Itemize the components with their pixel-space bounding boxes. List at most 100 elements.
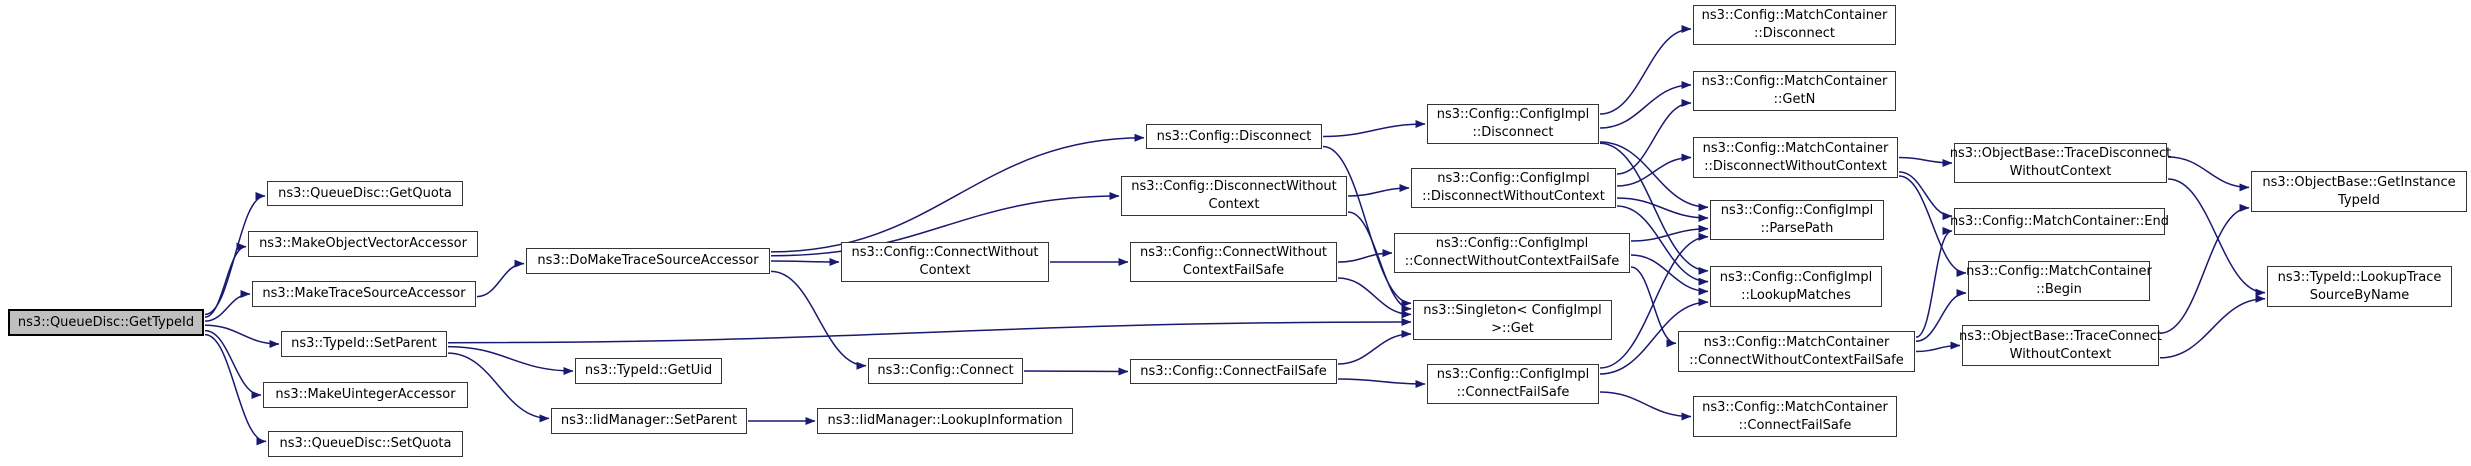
- node-label-line: ns3::Config::MatchContainer: [1702, 140, 1889, 156]
- edge-configimpl-connectwithoutcontextfailsafe--configimpl-parsepath: [1630, 224, 1709, 242]
- node-typeid-getuid[interactable]: ns3::TypeId::GetUid: [575, 358, 722, 384]
- node-label-line: ns3::MakeTraceSourceAccessor: [262, 286, 466, 301]
- node-label-line: ns3::Config::MatchContainer: [1966, 264, 2152, 279]
- edge-configimpl-disconnectwithoutcontext--configimpl-lookupmatches: [1616, 205, 1709, 286]
- edge-configimpl-disconnectwithoutcontext--matchcontainer-disconnectwithoutcontext: [1616, 153, 1692, 187]
- edge-maketracesourceaccessor--domaketracesourceaccessor: [476, 259, 525, 298]
- node-configimpl-connectwithoutcontextfailsafe[interactable]: ns3::Config::ConfigImpl::ConnectWithoutC…: [1394, 233, 1630, 273]
- node-configimpl-lookupmatches[interactable]: ns3::Config::ConfigImpl::LookupMatches: [1710, 266, 1882, 307]
- node-label-line: ContextFailSafe: [1182, 263, 1285, 278]
- node-typeid-setparent[interactable]: ns3::TypeId::SetParent: [281, 331, 447, 357]
- edge-matchcontainer-connectwithoutcontextfailsafe--matchcontainer-begin: [1915, 289, 1967, 342]
- edge-matchcontainer-disconnectwithoutcontext--matchcontainer-end: [1898, 171, 1953, 221]
- edge-config-disconnect--configimpl-disconnect: [1322, 120, 1426, 138]
- node-configimpl-parsepath[interactable]: ns3::Config::ConfigImpl::ParsePath: [1710, 200, 1884, 240]
- node-label-line: Context: [919, 263, 971, 278]
- node-label-line: WithoutContext: [2009, 346, 2112, 362]
- node-configimpl-disconnect[interactable]: ns3::Config::ConfigImpl::Disconnect: [1427, 104, 1599, 144]
- node-label-line: ns3::Config::MatchContainer: [1702, 399, 1888, 415]
- node-label-line: ns3::DoMakeTraceSourceAccessor: [537, 253, 759, 268]
- node-matchcontainer-getn[interactable]: ns3::Config::MatchContainer::GetN: [1693, 71, 1896, 111]
- node-label-line: ::DisconnectWithoutContext: [1422, 189, 1605, 204]
- node-label-line: >::Get: [1491, 321, 1534, 336]
- node-label-line: ns3::TypeId::SetParent: [291, 336, 437, 351]
- edge-configimpl-disconnectwithoutcontext--matchcontainer-getn: [1616, 99, 1692, 175]
- edge-objectbase-traceconnectwithoutcontext--objectbase-getinstancetypeid: [2159, 203, 2250, 334]
- edge-config-connectwithoutcontextfailsafe--singleton-configimpl-get: [1337, 277, 1412, 319]
- node-matchcontainer-begin[interactable]: ns3::Config::MatchContainer::Begin: [1966, 261, 2152, 301]
- node-queuedisc-getquota[interactable]: ns3::QueueDisc::GetQuota: [267, 181, 463, 206]
- node-label-line: ns3::Config::ConfigImpl: [1436, 107, 1590, 122]
- edge-configimpl-disconnect--matchcontainer-getn: [1599, 81, 1692, 129]
- edge-queuedisc-gettypeid--makeobjectvectoraccessor: [204, 242, 247, 318]
- node-config-connect[interactable]: ns3::Config::Connect: [868, 358, 1023, 384]
- edge-domaketracesourceaccessor--config-disconnectwithoutcontext: [770, 192, 1120, 257]
- node-makeobjectvectoraccessor[interactable]: ns3::MakeObjectVectorAccessor: [248, 231, 478, 257]
- node-label-line: ::LookupMatches: [1741, 287, 1851, 303]
- edge-typeid-setparent--singleton-configimpl-get: [447, 318, 1412, 344]
- edge-configimpl-connectfailsafe--configimpl-parsepath: [1599, 232, 1709, 369]
- node-label-line: ns3::Config::DisconnectWithout: [1131, 179, 1337, 194]
- node-iidmanager-setparent[interactable]: ns3::IidManager::SetParent: [551, 408, 747, 434]
- node-label-line: ns3::Config::ConnectWithout: [851, 245, 1039, 260]
- node-label-line: ns3::Config::MatchContainer: [1703, 334, 1890, 350]
- node-label-line: ns3::QueueDisc::GetQuota: [278, 185, 452, 201]
- node-label-line: Context: [1208, 197, 1260, 212]
- node-matchcontainer-connectwithoutcontextfailsafe[interactable]: ns3::Config::MatchContainer::ConnectWith…: [1678, 331, 1915, 372]
- node-label-line: ns3::IidManager::LookupInformation: [827, 413, 1063, 428]
- node-label-line: ns3::TypeId::GetUid: [584, 363, 713, 378]
- node-label-line: ns3::QueueDisc::SetQuota: [279, 436, 452, 451]
- node-label-line: ns3::ObjectBase::GetInstance: [2262, 174, 2456, 190]
- node-queuedisc-setquota[interactable]: ns3::QueueDisc::SetQuota: [268, 431, 463, 457]
- edge-queuedisc-gettypeid--makeuintegeraccessor: [204, 329, 262, 399]
- edge-objectbase-tracedisconnectwithoutcontext--objectbase-getinstancetypeid: [2167, 156, 2250, 192]
- edge-configimpl-connectfailsafe--configimpl-lookupmatches: [1599, 298, 1709, 375]
- edge-matchcontainer-connectwithoutcontextfailsafe--objectbase-traceconnectwithoutcontext: [1915, 341, 1961, 353]
- node-label-line: WithoutContext: [2009, 164, 2112, 179]
- node-label-line: ns3::Config::MatchContainer: [1701, 74, 1888, 89]
- edge-configimpl-disconnectwithoutcontext--configimpl-parsepath: [1616, 197, 1709, 222]
- node-label-line: ns3::Singleton< ConfigImpl: [1423, 303, 1602, 318]
- node-matchcontainer-disconnect[interactable]: ns3::Config::MatchContainer::Disconnect: [1693, 5, 1896, 45]
- node-maketracesourceaccessor[interactable]: ns3::MakeTraceSourceAccessor: [252, 281, 476, 307]
- edge-config-connect--config-connectfailsafe: [1023, 367, 1129, 376]
- node-label-line: ns3::Config::Connect: [877, 363, 1014, 378]
- edge-queuedisc-gettypeid--maketracesourceaccessor: [204, 290, 251, 322]
- edge-objectbase-traceconnectwithoutcontext--typeid-lookuptracesourcebyname: [2159, 294, 2266, 359]
- node-label-line: ns3::Config::Disconnect: [1156, 128, 1312, 144]
- node-configimpl-connectfailsafe[interactable]: ns3::Config::ConfigImpl::ConnectFailSafe: [1427, 364, 1599, 404]
- node-label-line: ns3::MakeObjectVectorAccessor: [259, 236, 467, 251]
- node-label-line: ns3::Config::ConfigImpl: [1435, 236, 1589, 251]
- node-matchcontainer-disconnectwithoutcontext[interactable]: ns3::Config::MatchContainer::DisconnectW…: [1693, 137, 1898, 178]
- node-label-line: ns3::Config::ConnectFailSafe: [1140, 363, 1327, 379]
- node-config-disconnect[interactable]: ns3::Config::Disconnect: [1146, 124, 1322, 149]
- node-matchcontainer-connectfailsafe[interactable]: ns3::Config::MatchContainer::ConnectFail…: [1693, 396, 1897, 437]
- node-label-line: ns3::IidManager::SetParent: [560, 413, 738, 428]
- node-label-line: SourceByName: [2309, 287, 2410, 303]
- node-config-connectfailsafe[interactable]: ns3::Config::ConnectFailSafe: [1130, 359, 1337, 384]
- node-makeuintegeraccessor[interactable]: ns3::MakeUintegerAccessor: [263, 382, 468, 408]
- node-singleton-configimpl-get[interactable]: ns3::Singleton< ConfigImpl>::Get: [1413, 300, 1612, 340]
- node-matchcontainer-end[interactable]: ns3::Config::MatchContainer::End: [1950, 208, 2169, 235]
- edge-matchcontainer-disconnectwithoutcontext--objectbase-tracedisconnectwithoutcontext: [1898, 156, 1953, 167]
- edge-domaketracesourceaccessor--config-disconnect: [770, 133, 1145, 253]
- node-configimpl-disconnectwithoutcontext[interactable]: ns3::Config::ConfigImpl::DisconnectWitho…: [1411, 168, 1616, 208]
- edge-configimpl-connectwithoutcontextfailsafe--configimpl-lookupmatches: [1630, 254, 1709, 296]
- node-label-line: ::Disconnect: [1472, 125, 1554, 140]
- edge-config-connectfailsafe--configimpl-connectfailsafe: [1337, 378, 1426, 388]
- edge-config-connectwithoutcontextfailsafe--configimpl-connectwithoutcontextfailsafe: [1337, 249, 1393, 263]
- node-label-line: ns3::Config::ConfigImpl: [1436, 367, 1590, 382]
- node-queuedisc-gettypeid: ns3::QueueDisc::GetTypeId: [8, 309, 204, 336]
- node-label-line: ns3::Config::ConfigImpl: [1719, 269, 1873, 285]
- node-iidmanager-lookupinformation[interactable]: ns3::IidManager::LookupInformation: [817, 408, 1073, 434]
- node-domaketracesourceaccessor[interactable]: ns3::DoMakeTraceSourceAccessor: [526, 248, 770, 274]
